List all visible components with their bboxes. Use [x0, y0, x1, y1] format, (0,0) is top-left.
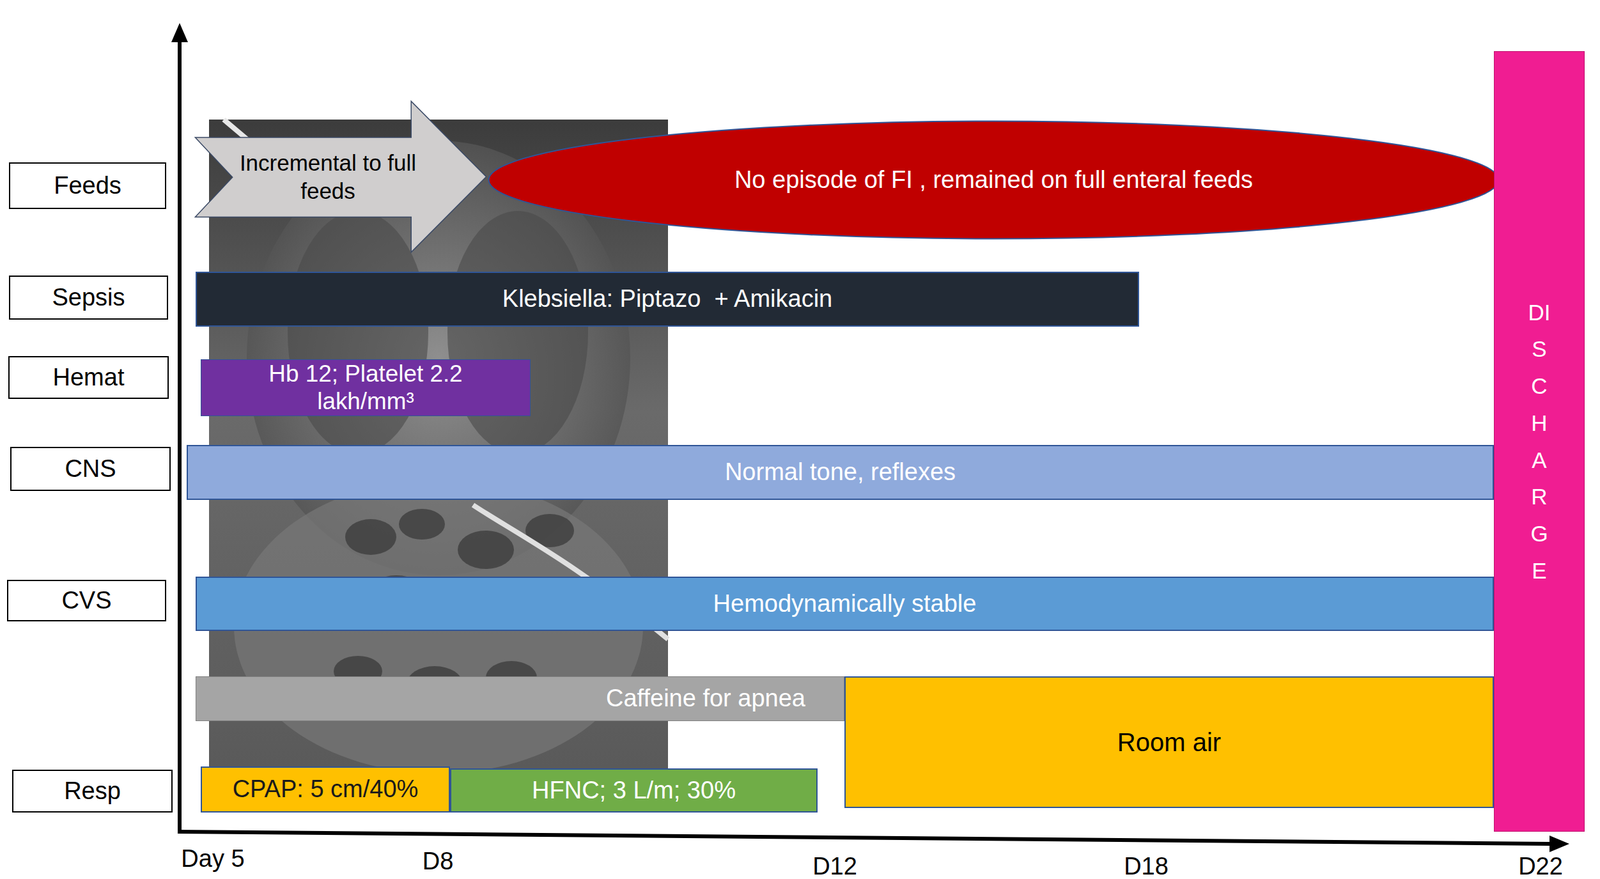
row-label: Hemat [8, 356, 169, 399]
row-label: CNS [10, 446, 171, 491]
feeds-ellipse: No episode of FI , remained on full ente… [487, 120, 1500, 240]
row-label: Feeds [8, 162, 167, 210]
axis-tick-label: D12 [812, 852, 858, 879]
node-text: Sepsis [51, 282, 125, 314]
cvs-bar: Hemodynamically stable [195, 576, 1494, 631]
caffeine-bar: Caffeine for apnea [195, 676, 845, 722]
node-text: Room air [1117, 726, 1221, 759]
row-label: Resp [12, 769, 173, 813]
cns-bar: Normal tone, reflexes [186, 444, 1494, 500]
cpap-bar: CPAP: 5 cm/40% [200, 766, 451, 813]
node-text: CNS [64, 453, 116, 485]
node-text: CPAP: 5 cm/40% [232, 774, 419, 805]
feeds-arrow: Incremental to full feeds [193, 99, 488, 254]
room-air-box: Room air [844, 676, 1494, 808]
hfnc-bar: HFNC; 3 L/m; 30% [450, 768, 818, 813]
node-text: Feeds [53, 170, 122, 202]
axes [171, 23, 1570, 853]
sepsis-bar: Klebsiella: Piptazo + Amikacin [195, 271, 1140, 327]
discharge-bar: DISCHARGE [1493, 51, 1585, 832]
hemat-bar: Hb 12; Platelet 2.2 lakh/mm³ [200, 359, 531, 417]
node-text: Resp [63, 776, 121, 807]
node-text: Caffeine for apnea [605, 683, 806, 715]
node-text: HFNC; 3 L/m; 30% [531, 775, 736, 807]
axis-tick-label: Day 5 [180, 845, 245, 873]
vertical-text: DISCHARGE [1528, 294, 1551, 590]
node-text: Klebsiella: Piptazo + Amikacin [502, 283, 833, 315]
node-text: Hb 12; Platelet 2.2 lakh/mm³ [250, 360, 481, 415]
node-text: Incremental to full feeds [219, 148, 437, 206]
axis-tick-label: D18 [1123, 852, 1169, 879]
node-text: Hemat [53, 362, 125, 394]
node-text: Normal tone, reflexes [724, 457, 956, 488]
arrow-outline [193, 99, 488, 254]
axis-tick-label: D22 [1518, 852, 1563, 879]
node-text: No episode of FI , remained on full ente… [734, 164, 1253, 196]
row-label: CVS [7, 579, 167, 622]
row-label: Sepsis [8, 275, 169, 320]
node-text: CVS [61, 585, 112, 617]
axis-tick-label: D8 [422, 847, 454, 876]
node-text: Hemodynamically stable [713, 588, 977, 620]
